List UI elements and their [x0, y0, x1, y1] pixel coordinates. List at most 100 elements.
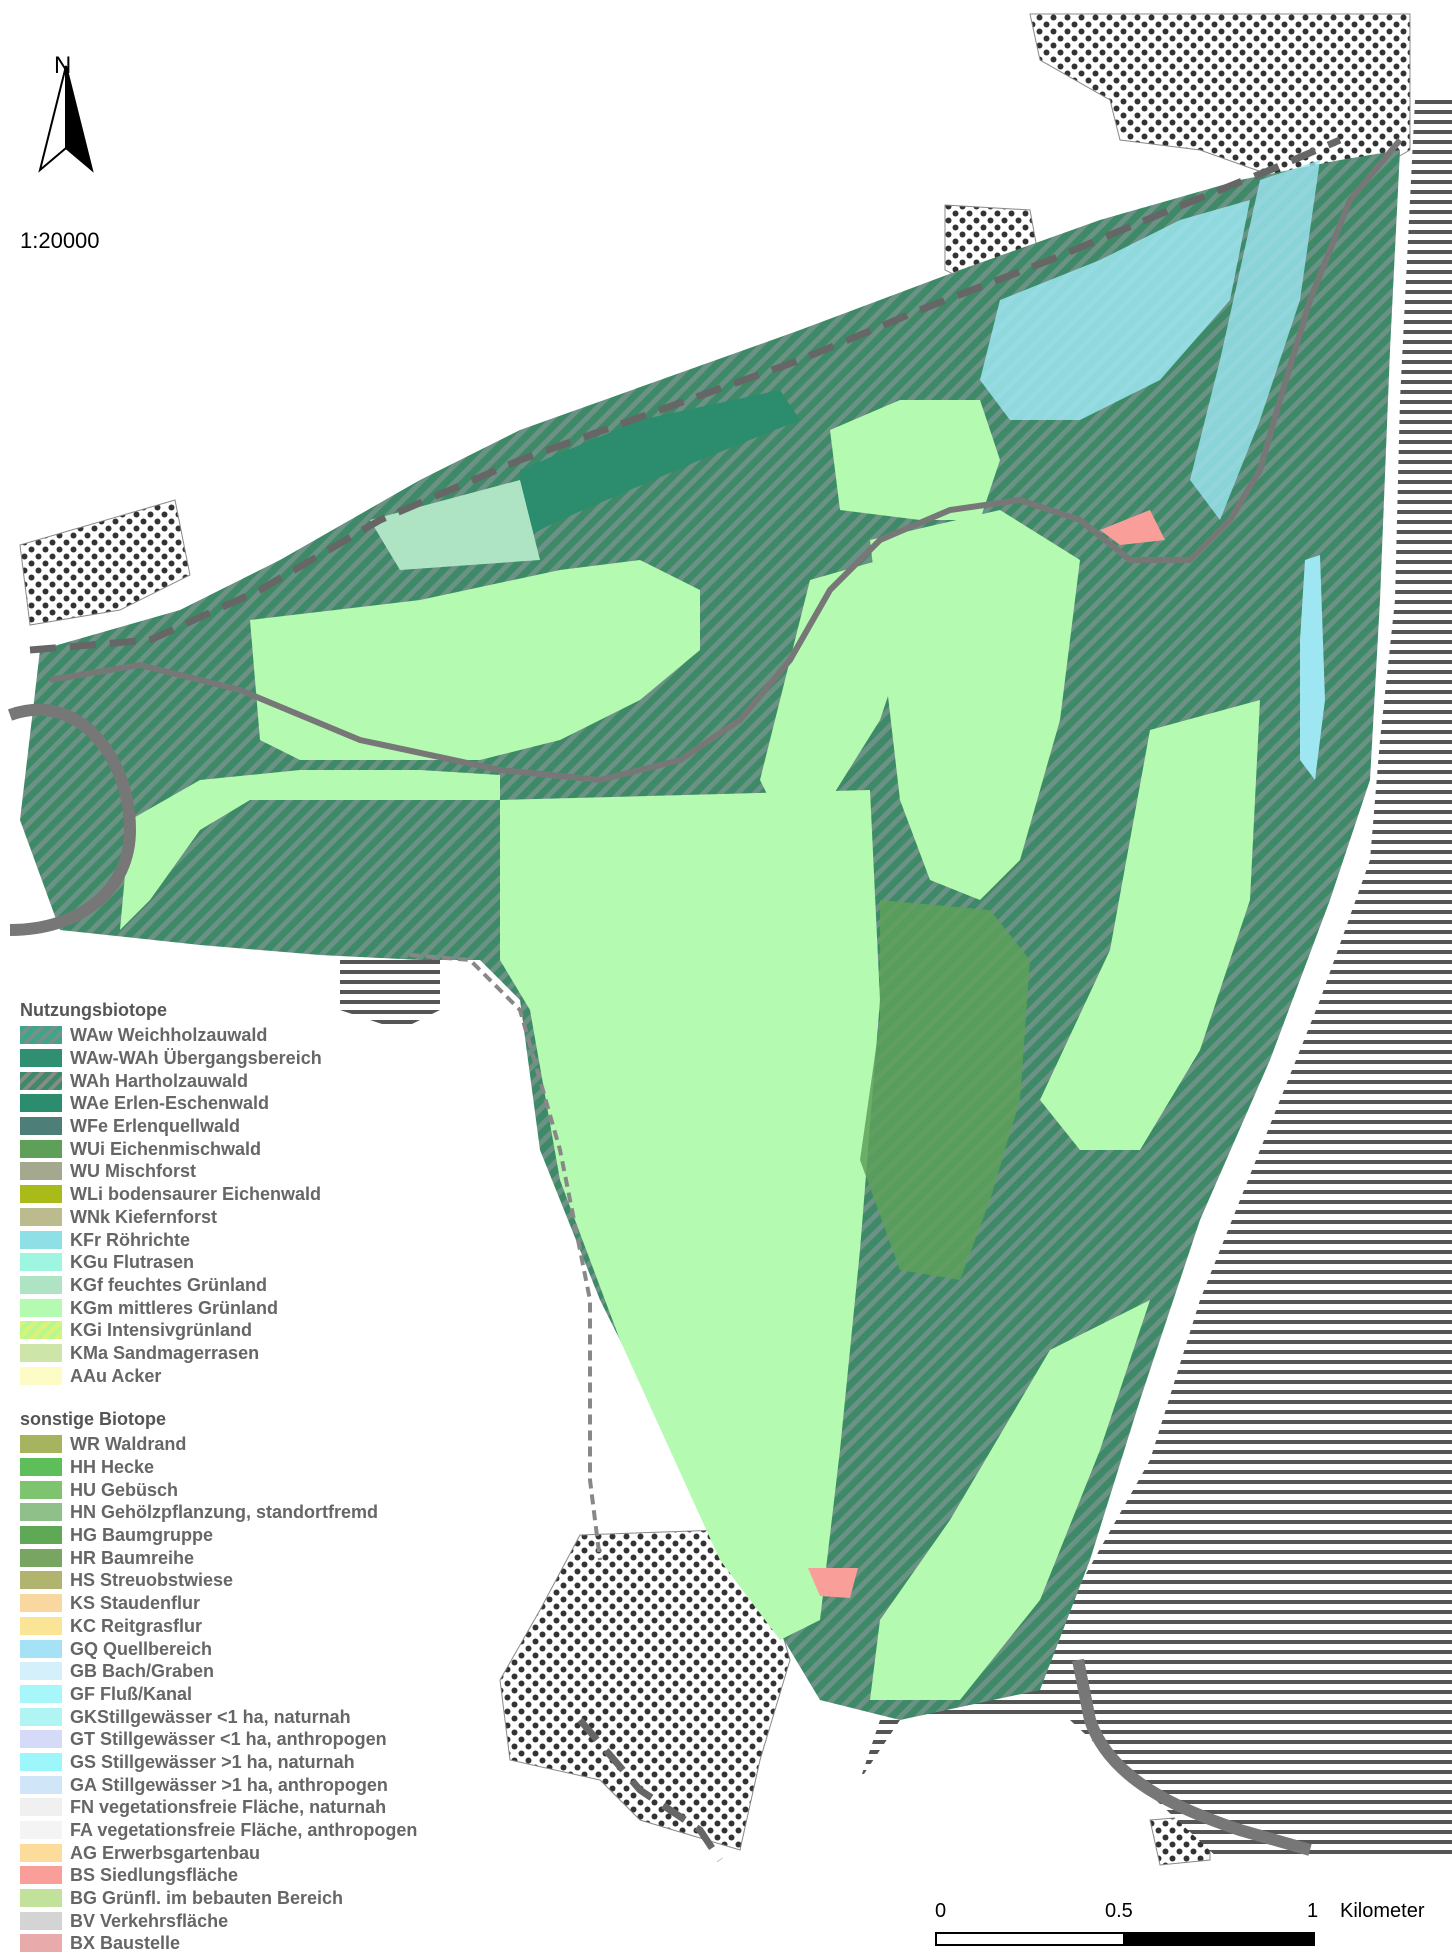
wet-grassland-northeast: [980, 200, 1250, 420]
legend-label: WAh Hartholzauwald: [70, 1070, 249, 1091]
woodland-oak-mixed: [860, 900, 1030, 1280]
railway-line: [409, 953, 602, 1561]
legend-label: BV Verkehrsfläche: [70, 1910, 229, 1931]
legend-swatch: [20, 1639, 62, 1658]
legend-label: GS Stillgewässer >1 ha, naturnah: [70, 1751, 355, 1772]
legend-item: WR Waldrand: [20, 1433, 470, 1456]
legend-swatch: [20, 1752, 62, 1771]
legend-label: GA Stillgewässer >1 ha, anthropogen: [70, 1774, 388, 1795]
legend-swatch: [20, 1117, 62, 1136]
legend-item: WFe Erlenquellwald: [20, 1115, 470, 1138]
legend-swatch: [20, 1889, 62, 1908]
legend-label: GKStillgewässer <1 ha, naturnah: [70, 1706, 351, 1727]
boundary-south: [577, 1717, 723, 1862]
legend-item: WAw Weichholzauwald: [20, 1024, 470, 1047]
legend-label: WLi bodensaurer Eichenwald: [70, 1184, 322, 1205]
legend-swatch: [20, 1480, 62, 1499]
road-southeast: [1072, 1658, 1312, 1856]
legend-swatch: [20, 1934, 62, 1953]
legend-label: GT Stillgewässer <1 ha, anthropogen: [70, 1729, 387, 1750]
legend-label: KFr Röhrichte: [70, 1229, 191, 1250]
legend-label: WFe Erlenquellwald: [70, 1116, 241, 1137]
scale-label-half: 0.5: [1105, 1900, 1133, 1922]
legend-item: GB Bach/Graben: [20, 1660, 470, 1683]
legend-item: AAu Acker: [20, 1364, 470, 1387]
legend-swatch: [20, 1821, 62, 1840]
legend-label: WR Waldrand: [70, 1434, 187, 1455]
legend-item: KGm mittleres Grünland: [20, 1296, 470, 1319]
scale-label-1: 1: [1307, 1900, 1319, 1922]
legend-swatch: [20, 1162, 62, 1181]
legend-label: FN vegetationsfreie Fläche, naturnah: [70, 1797, 387, 1818]
legend-swatch: [20, 1775, 62, 1794]
legend-item: GKStillgewässer <1 ha, naturnah: [20, 1705, 470, 1728]
legend-item: BS Siedlungsfläche: [20, 1864, 470, 1887]
legend-item: KGu Flutrasen: [20, 1251, 470, 1274]
wet-grass-northwest: [370, 480, 540, 570]
legend-swatch: [20, 1343, 62, 1362]
legend-item: GS Stillgewässer >1 ha, naturnah: [20, 1751, 470, 1774]
legend-label: BG Grünfl. im bebauten Bereich: [70, 1888, 344, 1909]
legend-swatch: [20, 1866, 62, 1885]
legend-label: BS Siedlungsfläche: [70, 1865, 239, 1886]
scale-segment-black: [1123, 1932, 1315, 1946]
legend-item: WAe Erlen-Eschenwald: [20, 1092, 470, 1115]
legend-swatch: [20, 1435, 62, 1454]
legend-label: GQ Quellbereich: [70, 1638, 213, 1659]
scale-label-0: 0: [935, 1900, 947, 1922]
legend-swatch: [20, 1526, 62, 1545]
legend-label: WNk Kiefernforst: [70, 1206, 218, 1227]
legend-item: WU Mischforst: [20, 1160, 470, 1183]
legend-label: AAu Acker: [70, 1365, 162, 1386]
legend-label: KGm mittleres Grünland: [70, 1297, 279, 1318]
legend-swatch: [20, 1548, 62, 1567]
legend-label: KS Staudenflur: [70, 1593, 201, 1614]
legend-swatch: [20, 1662, 62, 1681]
legend-label: GB Bach/Graben: [70, 1661, 215, 1682]
legend-item: HU Gebüsch: [20, 1478, 470, 1501]
legend-swatch: [20, 1321, 62, 1340]
settlement-northeast: [1029, 13, 1411, 191]
legend-swatch: [20, 1185, 62, 1204]
legend-swatch: [20, 1298, 62, 1317]
legend-swatch: [20, 1730, 62, 1749]
legend-item: KC Reitgrasflur: [20, 1615, 470, 1638]
legend-label: WUi Eichenmischwald: [70, 1138, 262, 1159]
legend-label: WAw-WAh Übergangsbereich: [70, 1048, 322, 1069]
legend-item: WNk Kiefernforst: [20, 1206, 470, 1229]
legend-item: HH Hecke: [20, 1456, 470, 1479]
legend-label: WAe Erlen-Eschenwald: [70, 1093, 270, 1114]
scale-unit: Kilometer: [1340, 1900, 1425, 1922]
legend-swatch: [20, 1616, 62, 1635]
legend-swatch: [20, 1071, 62, 1090]
legend-swatch: [20, 1707, 62, 1726]
legend-item: HS Streuobstwiese: [20, 1569, 470, 1592]
legend-swatch: [20, 1094, 62, 1113]
legend-item: AG Erwerbsgartenbau: [20, 1841, 470, 1864]
legend-label: WAw Weichholzauwald: [70, 1025, 268, 1046]
legend-item: HR Baumreihe: [20, 1546, 470, 1569]
settlement-red-2: [808, 1568, 858, 1598]
legend-item: KMa Sandmagerrasen: [20, 1342, 470, 1365]
settlement-red-1: [1100, 510, 1165, 545]
legend-swatch: [20, 1253, 62, 1272]
legend-item: KGi Intensivgrünland: [20, 1319, 470, 1342]
legend-swatch: [20, 1049, 62, 1068]
settlement-west: [19, 499, 191, 626]
legend-label: KGf feuchtes Grünland: [70, 1274, 268, 1295]
meadow-northeast: [830, 400, 1000, 520]
legend-item: WUi Eichenmischwald: [20, 1137, 470, 1160]
legend-swatch: [20, 1911, 62, 1930]
legend-item: GT Stillgewässer <1 ha, anthropogen: [20, 1728, 470, 1751]
legend-item: WLi bodensaurer Eichenwald: [20, 1183, 470, 1206]
scale-segment-white: [935, 1932, 1125, 1946]
legend-swatch: [20, 1503, 62, 1522]
legend-heading-usage: Nutzungsbiotope: [20, 1000, 167, 1020]
legend-label: BX Baustelle: [70, 1933, 181, 1954]
scale-ratio: 1:20000: [20, 228, 100, 253]
legend-label: HG Baumgruppe: [70, 1525, 214, 1546]
meadow-central-north: [870, 510, 1080, 900]
legend-label: GF Fluß/Kanal: [70, 1683, 193, 1704]
reed-strip-east: [1190, 160, 1320, 520]
